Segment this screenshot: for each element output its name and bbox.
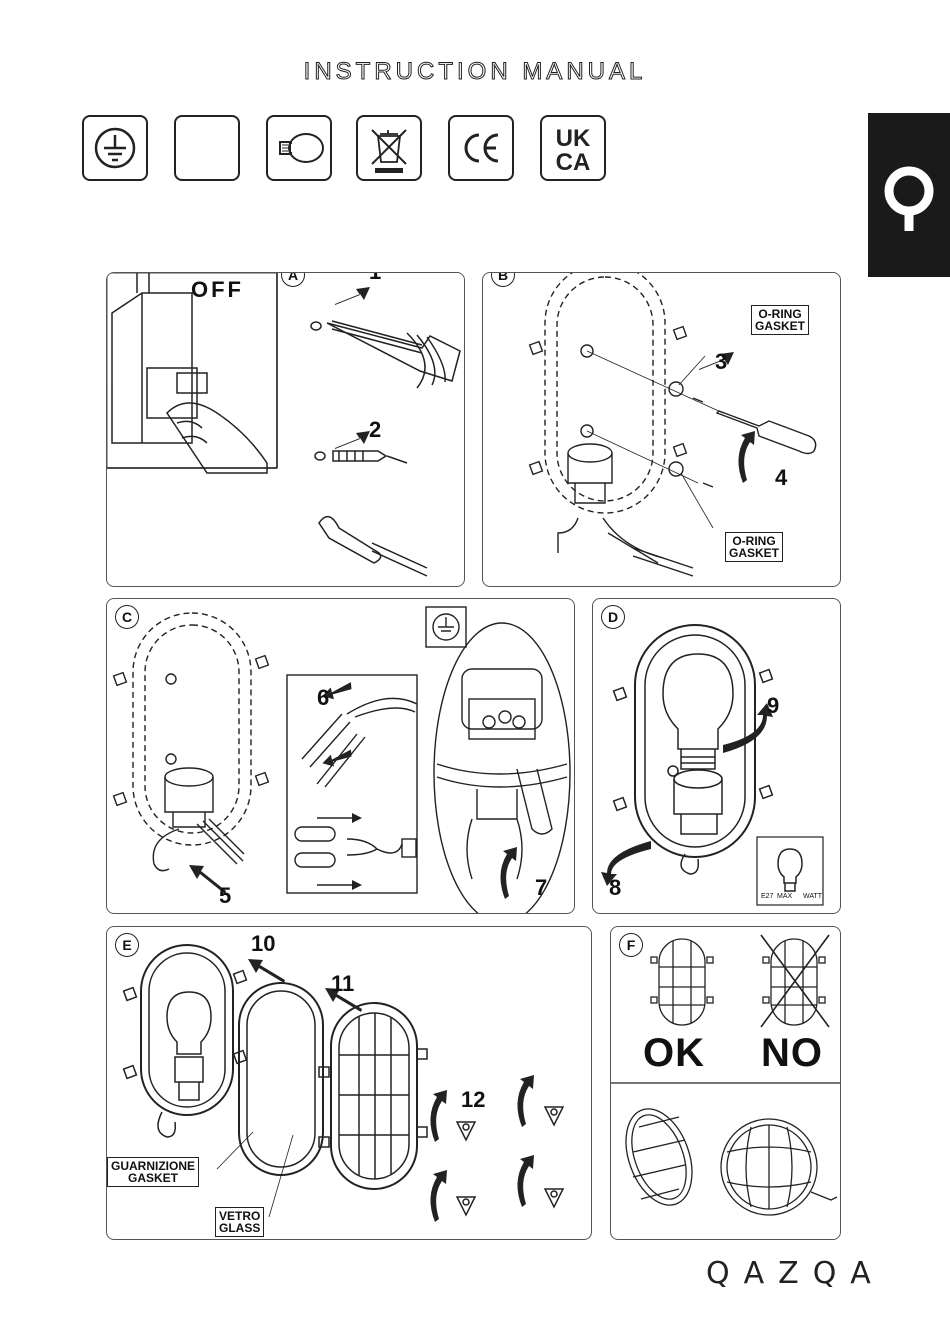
brand-logo: QAZQA [706, 1256, 885, 1291]
o-ring-gasket-label-top: O-RING GASKET [751, 305, 809, 335]
panel-d-letter: D [601, 605, 625, 629]
step-5: 5 [219, 883, 231, 909]
step-2: 2 [369, 417, 381, 443]
panel-c: C 6 5 7 [106, 598, 575, 914]
panel-a: OFF A 1 2 [106, 272, 465, 587]
ukca-top: UK [556, 125, 591, 152]
panel-d-illustration [593, 599, 841, 914]
gasket-label: GUARNIZIONE GASKET [107, 1157, 199, 1187]
panel-b: B O-RING GASKET 3 4 O-RING GASKET [482, 272, 841, 587]
step-10: 10 [251, 931, 275, 957]
ok-label: OK [643, 1031, 705, 1076]
step-3: 3 [715, 349, 727, 375]
bulb-icon [266, 115, 332, 181]
bulb-max-label: MAX [777, 893, 792, 900]
weee-bin-icon [356, 115, 422, 181]
panel-f: F OK NO [610, 926, 841, 1240]
off-label: OFF [191, 277, 244, 303]
step-9: 9 [767, 693, 779, 719]
step-6: 6 [317, 685, 329, 711]
page-title: INSTRUCTION MANUAL [0, 58, 950, 86]
panel-a-illustration [107, 273, 465, 587]
ground-icon [82, 115, 148, 181]
no-label: NO [761, 1031, 823, 1076]
step-4: 4 [775, 465, 787, 491]
blank-icon [174, 115, 240, 181]
glass-label: VETRO GLASS [215, 1207, 264, 1237]
panel-c-letter: C [115, 605, 139, 629]
ukca-bottom: CA [556, 149, 591, 176]
step-8: 8 [609, 875, 621, 901]
panel-f-illustration [611, 927, 841, 1240]
panel-c-illustration [107, 599, 575, 914]
pin-logo-icon [868, 113, 950, 277]
brand-side-tab [868, 113, 950, 277]
panel-f-letter: F [619, 933, 643, 957]
ce-mark-icon [448, 115, 514, 181]
panel-d: D 9 8 E27 MAX WATT [592, 598, 841, 914]
bulb-watt-label: WATT [803, 893, 822, 900]
step-7: 7 [535, 875, 547, 901]
step-12: 12 [461, 1087, 485, 1113]
panel-e-letter: E [115, 933, 139, 957]
step-11: 11 [331, 971, 354, 997]
bulb-e27-label: E27 [761, 893, 773, 900]
step-1: 1 [369, 272, 381, 285]
o-ring-gasket-label-bottom: O-RING GASKET [725, 532, 783, 562]
panel-e: E 10 11 12 GUARNIZIONE GASKET VETRO GLAS… [106, 926, 592, 1240]
